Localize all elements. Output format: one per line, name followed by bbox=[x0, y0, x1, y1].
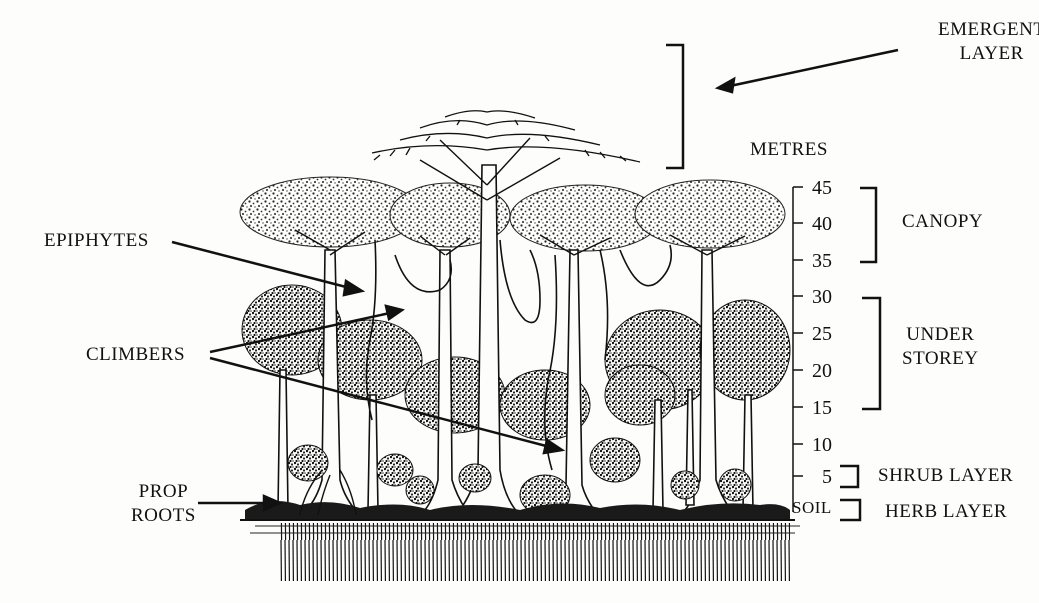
scale-tick-20: 20 bbox=[812, 361, 832, 381]
scale-tick-5: 5 bbox=[822, 467, 832, 487]
herb-layer-label: HERB LAYER bbox=[885, 500, 1007, 524]
layer-brackets bbox=[666, 45, 880, 520]
prop-roots-label: PROP ROOTS bbox=[131, 480, 196, 528]
emergent-crown bbox=[372, 111, 640, 162]
understorey-label-line2: STOREY bbox=[902, 347, 979, 371]
scale-tick-25: 25 bbox=[812, 324, 832, 344]
climbers-label: CLIMBERS bbox=[86, 343, 185, 367]
emergent-label-line2: LAYER bbox=[938, 42, 1039, 66]
metres-label: METRES bbox=[750, 138, 828, 162]
canopy-crowns bbox=[240, 177, 785, 251]
emergent-layer-label: EMERGENT LAYER bbox=[938, 18, 1039, 66]
scale-tick-40: 40 bbox=[812, 214, 832, 234]
scale-tick-35: 35 bbox=[812, 251, 832, 271]
scale-tick-45: 45 bbox=[812, 178, 832, 198]
scale-axis bbox=[793, 187, 803, 512]
scale-tick-15: 15 bbox=[812, 398, 832, 418]
emergent-label-line1: EMERGENT bbox=[938, 18, 1039, 42]
shrub-clumps bbox=[288, 438, 751, 515]
understorey-label-line1: UNDER bbox=[902, 323, 979, 347]
prop-roots-label-line1: PROP bbox=[131, 480, 196, 504]
soil-roots bbox=[280, 523, 790, 581]
shrub-layer-label: SHRUB LAYER bbox=[878, 464, 1013, 488]
prop-roots-label-line2: ROOTS bbox=[131, 504, 196, 528]
scale-tick-10: 10 bbox=[812, 435, 832, 455]
scale-tick-30: 30 bbox=[812, 287, 832, 307]
soil-label: SOIL bbox=[792, 496, 832, 520]
understorey-label: UNDER STOREY bbox=[902, 323, 979, 371]
epiphytes-label: EPIPHYTES bbox=[44, 229, 149, 253]
canopy-label: CANOPY bbox=[902, 210, 983, 234]
